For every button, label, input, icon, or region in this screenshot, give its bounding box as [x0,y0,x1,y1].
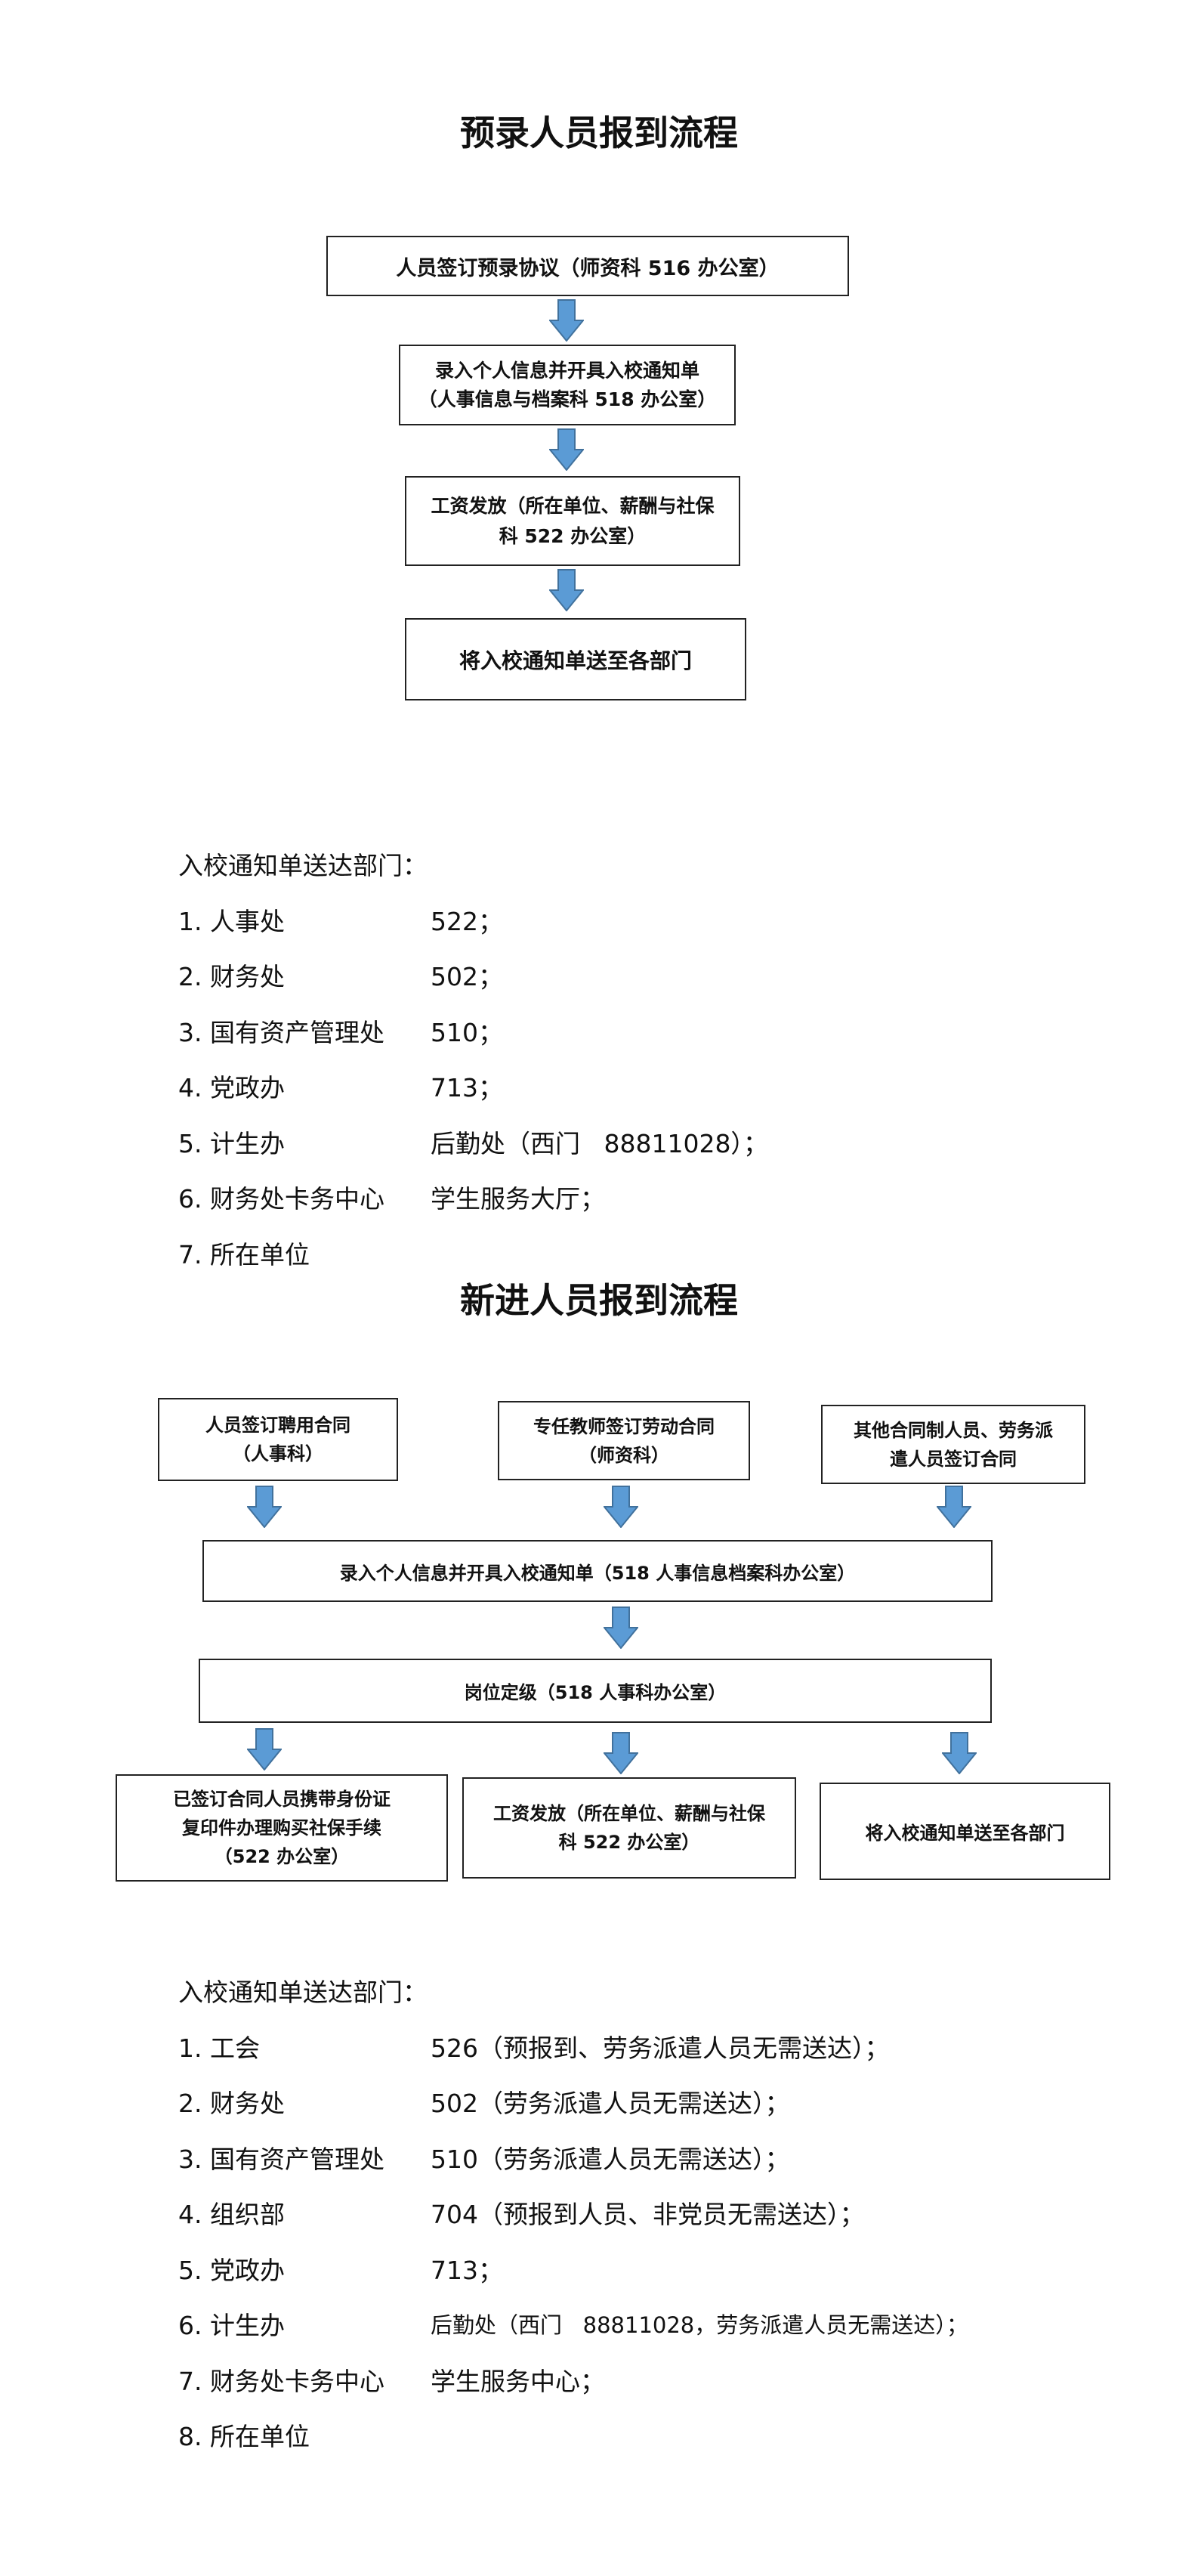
step-enter-info-text: 录入个人信息并开具入校通知单 （人事信息与档案科 518 办公室） [418,359,717,410]
down-arrow-icon [937,1486,971,1528]
step-sign-agreement-box: 人员签订预录协议（师资科 516 办公室） [326,236,849,296]
step-salary-box: 工资发放（所在单位、薪酬与社保 科 522 办公室） [405,476,740,566]
down-arrow-icon [604,1607,638,1649]
down-arrow-icon [247,1728,282,1770]
down-arrow-icon [604,1732,638,1774]
section2-title: 新进人员报到流程 [460,1280,738,1321]
other-contract-box: 其他合同制人员、劳务派 遣人员签订合同 [821,1405,1085,1484]
down-arrow-icon [549,569,584,611]
list-heading: 入校通知单送达部门： [178,1978,428,2007]
down-arrow-icon [247,1486,282,1528]
section1-title: 预录人员报到流程 [460,113,738,153]
position-grading-box: 岗位定级（518 人事科办公室） [199,1659,992,1723]
down-arrow-icon [604,1486,638,1528]
step-salary-text: 工资发放（所在单位、薪酬与社保 科 522 办公室） [431,494,715,547]
down-arrow-icon [549,428,584,471]
enter-info-box: 录入个人信息并开具入校通知单（518 人事信息档案科办公室） [202,1540,993,1602]
step-enter-info-box: 录入个人信息并开具入校通知单 （人事信息与档案科 518 办公室） [399,345,736,425]
salary-box: 工资发放（所在单位、薪酬与社保 科 522 办公室） [462,1777,796,1879]
step-sign-agreement-text: 人员签订预录协议（师资科 516 办公室） [396,256,780,280]
down-arrow-icon [942,1732,977,1774]
sign-labor-contract-box: 专任教师签订劳动合同 （师资科） [498,1401,750,1480]
deliver-notice-box: 将入校通知单送至各部门 [820,1783,1110,1880]
sign-employment-contract-box: 人员签订聘用合同 （人事科） [158,1398,398,1481]
down-arrow-icon [549,299,584,342]
step-deliver-box: 将入校通知单送至各部门 [405,618,746,700]
list-heading: 入校通知单送达部门： [178,851,428,880]
step-deliver-text: 将入校通知单送至各部门 [459,648,692,673]
social-insurance-box: 已签订合同人员携带身份证 复印件办理购买社保手续 （522 办公室） [116,1774,448,1882]
